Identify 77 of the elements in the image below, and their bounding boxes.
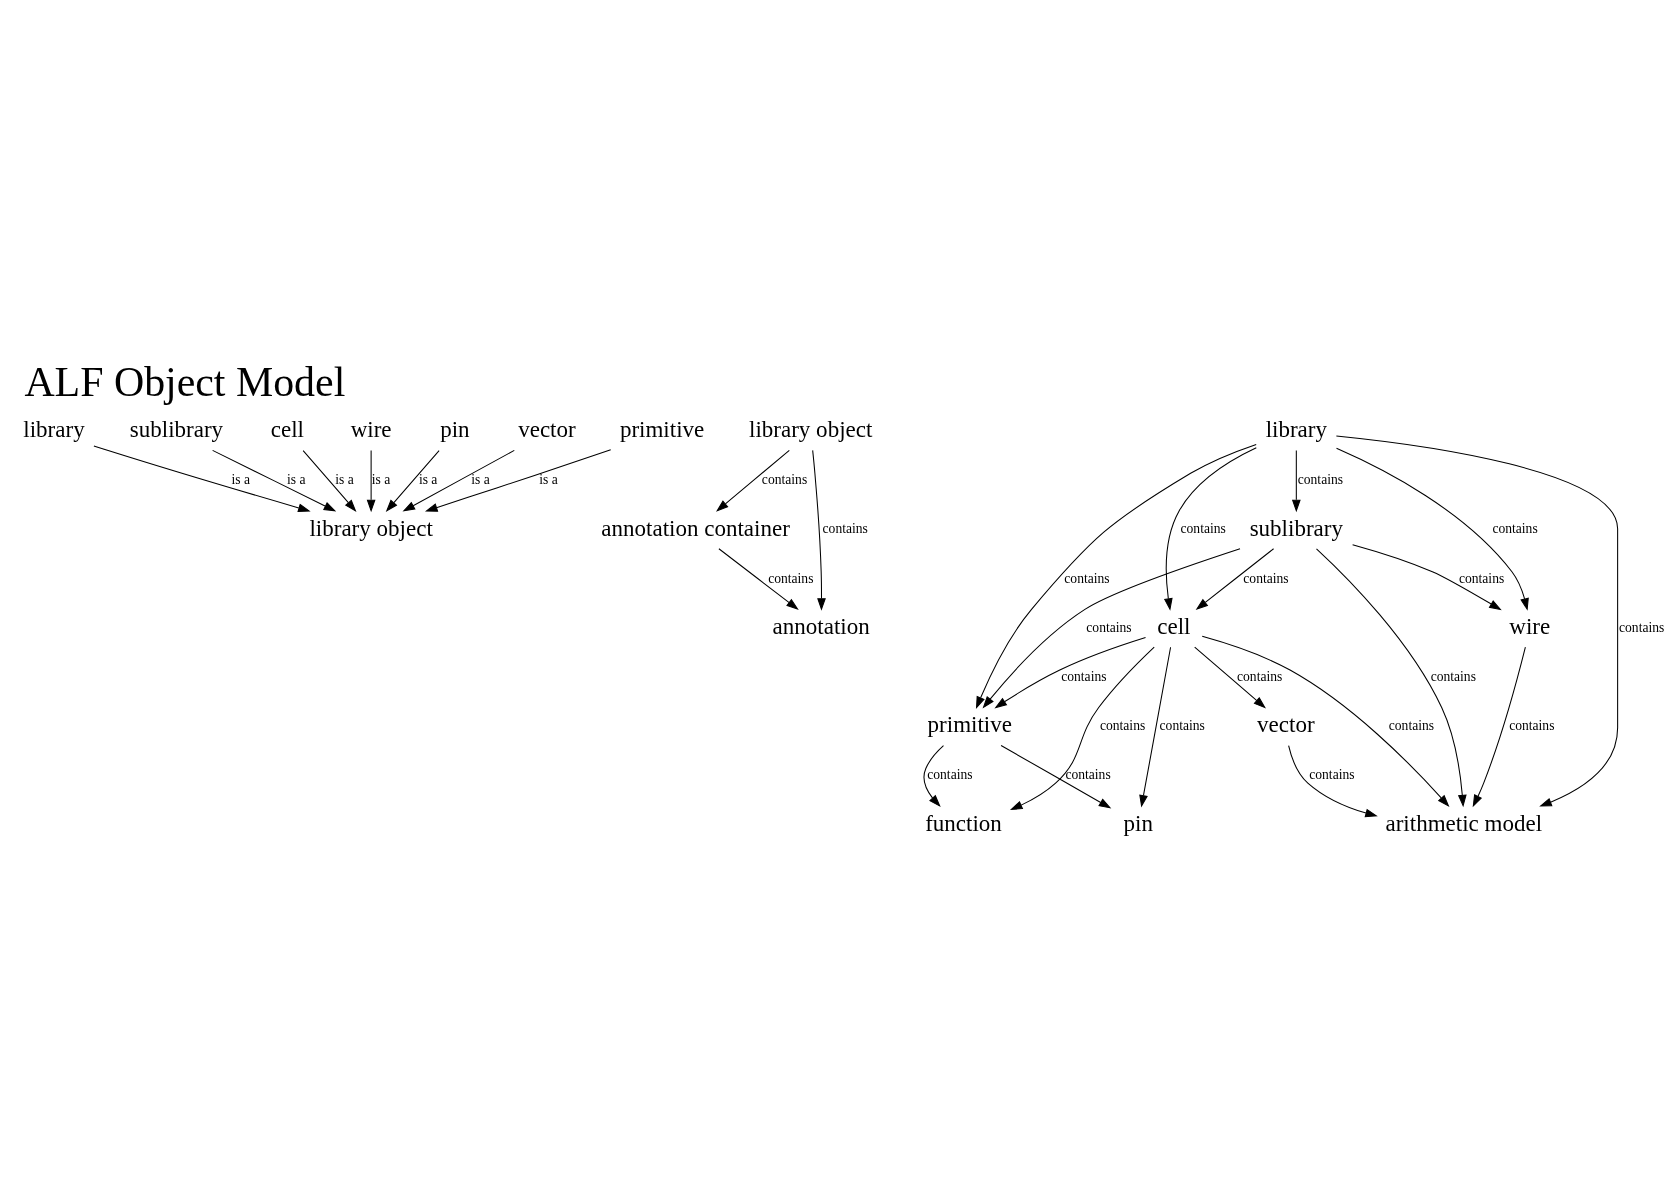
arrow	[1000, 744, 1111, 809]
edge-label: contains	[1159, 717, 1205, 733]
edge-label: contains	[1297, 471, 1343, 487]
edge-label: is a	[418, 471, 437, 487]
arrow	[1335, 435, 1618, 807]
arrow	[92, 444, 311, 512]
node-text: pin	[439, 415, 470, 442]
diagram-title: ALF Object Model	[23, 358, 345, 405]
node-text: annotation	[772, 612, 870, 639]
arrow	[1138, 646, 1171, 808]
edge-label: is a	[231, 471, 250, 487]
edge-label: is a	[371, 471, 390, 487]
arrow	[1009, 646, 1155, 810]
node-text: library	[1265, 415, 1327, 442]
arrow	[715, 449, 790, 512]
arrow	[1163, 446, 1257, 611]
edge-label: contains	[1308, 766, 1355, 782]
arrow	[1287, 744, 1378, 817]
edge-label: contains	[1458, 570, 1504, 586]
edge-label: contains	[1508, 717, 1554, 733]
node-text: library	[22, 415, 85, 442]
arrow	[1315, 547, 1467, 807]
node-text: vector	[1256, 710, 1315, 737]
edge-label: contains	[1060, 668, 1107, 684]
node-text: wire	[350, 415, 392, 442]
arrow	[975, 443, 1257, 709]
arrow	[1195, 547, 1274, 610]
arrow	[922, 744, 944, 807]
arrow	[1193, 646, 1266, 708]
node-text: sublibrary	[1249, 514, 1343, 541]
edge-label: is a	[334, 471, 354, 487]
edge-label: contains	[1085, 619, 1132, 635]
node-text: vector	[517, 415, 576, 442]
arrow	[993, 636, 1146, 708]
edge-label: contains	[1242, 570, 1289, 586]
node-text: library object	[308, 514, 433, 541]
edge-label: contains	[822, 520, 868, 536]
edge-label: contains	[1618, 619, 1664, 635]
node-text: sublibrary	[129, 415, 223, 442]
node-text: cell	[1156, 612, 1190, 639]
arrow	[1291, 449, 1301, 512]
edge-label: contains	[767, 570, 813, 586]
edge-label: contains	[761, 471, 807, 487]
node-text: library object	[748, 415, 872, 442]
node-text: function	[924, 809, 1002, 836]
arrow	[366, 449, 375, 512]
arrow	[211, 449, 336, 512]
node-text: cell	[270, 415, 304, 442]
edge-label: contains	[926, 766, 973, 782]
edge-label: contains	[1064, 766, 1111, 782]
edge-label: contains	[1236, 668, 1282, 684]
edge-label: contains	[1063, 570, 1110, 586]
edge-label: contains	[1099, 717, 1145, 733]
node-text: annotation container	[600, 514, 790, 541]
node-text: primitive	[619, 415, 704, 442]
edge-label: contains	[1491, 520, 1538, 536]
arrow	[302, 449, 356, 512]
edge-label: is a	[470, 471, 490, 487]
arrow	[1351, 543, 1502, 610]
arrow	[424, 448, 611, 512]
arrow	[717, 547, 799, 610]
arrow	[1201, 635, 1449, 807]
node-text: arithmetic model	[1384, 809, 1542, 836]
edge-label: contains	[1430, 668, 1476, 684]
arrow	[982, 547, 1241, 709]
arrow	[811, 449, 826, 611]
node-text: wire	[1508, 612, 1550, 639]
arrow	[385, 449, 440, 512]
edge-label: is a	[538, 471, 558, 487]
edge-label: contains	[1180, 520, 1226, 536]
arrow	[402, 449, 515, 512]
node-text: primitive	[927, 710, 1012, 737]
arrow	[1472, 646, 1526, 807]
edge-label: contains	[1388, 717, 1434, 733]
edge-label: is a	[286, 471, 306, 487]
node-text: pin	[1123, 809, 1153, 836]
arrow	[1335, 447, 1529, 611]
